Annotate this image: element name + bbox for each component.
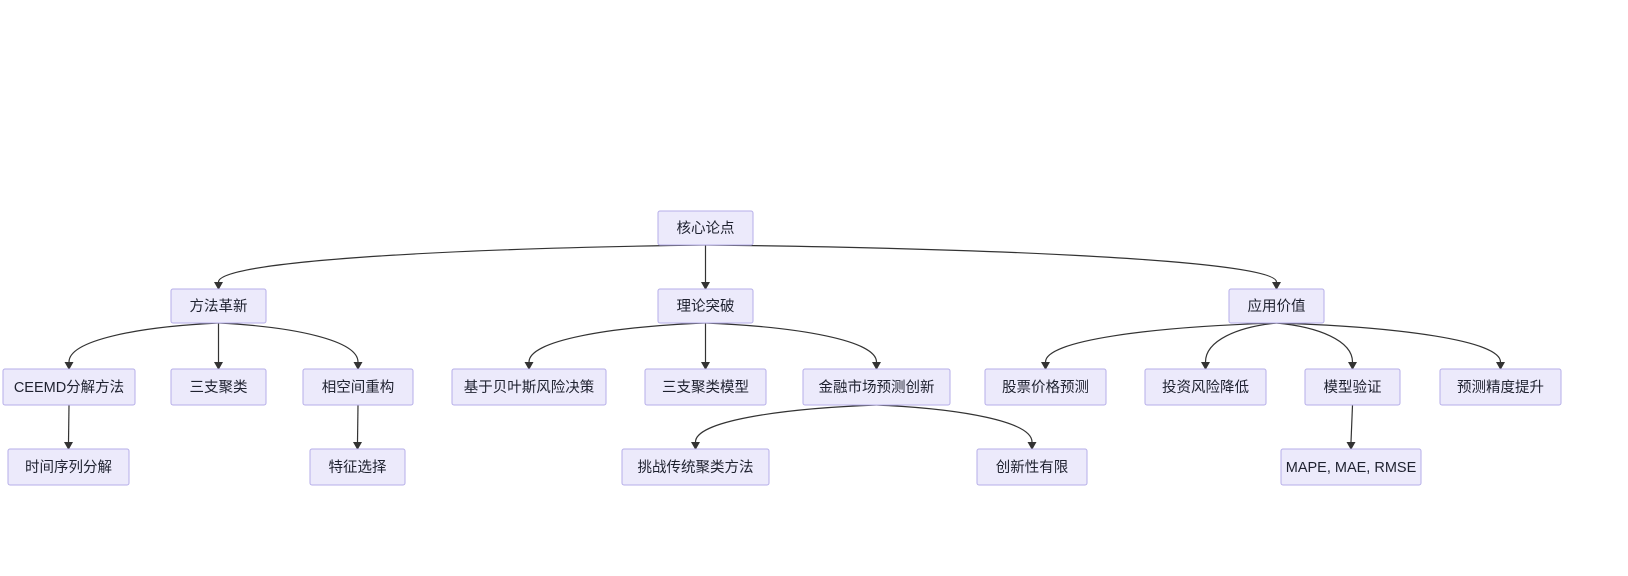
- node-box-l1a[interactable]: [170, 288, 267, 324]
- arrowhead-l2a1-to-l3a1: [64, 442, 73, 450]
- node-l3a3[interactable]: 特征选择: [309, 448, 406, 486]
- arrowhead-l1c-to-l2c1: [1041, 362, 1050, 370]
- node-box-l2b3[interactable]: [802, 368, 951, 406]
- edge-l2b3-to-l3b3a: [694, 404, 877, 443]
- node-l2b3[interactable]: 金融市场预测创新: [802, 368, 951, 406]
- arrowhead-root-to-l1c: [1272, 282, 1281, 290]
- node-l2c4[interactable]: 预测精度提升: [1439, 368, 1562, 406]
- node-box-l2c4[interactable]: [1439, 368, 1562, 406]
- node-l2b2[interactable]: 三支聚类模型: [644, 368, 767, 406]
- node-l2c3[interactable]: 模型验证: [1304, 368, 1401, 406]
- node-l1b[interactable]: 理论突破: [657, 288, 754, 324]
- node-box-l3a1[interactable]: [7, 448, 130, 486]
- node-layer: 核心论点方法革新 理论突破 应用价值 CEEMD分解方法三支聚类相空间重构基于贝叶斯风…: [2, 210, 1562, 486]
- node-root[interactable]: 核心论点: [657, 210, 754, 246]
- arrowhead-l2b3-to-l3b3b: [1027, 442, 1037, 450]
- node-box-l2c2[interactable]: [1144, 368, 1267, 406]
- arrowhead-l2b3-to-l3b3a: [691, 442, 700, 450]
- node-l2a1[interactable]: CEEMD分解方法: [2, 368, 136, 406]
- edge-l1b-to-l2b3: [705, 322, 878, 363]
- node-box-l2b2[interactable]: [644, 368, 767, 406]
- edge-l2b3-to-l3b3b: [876, 404, 1033, 443]
- arrowhead-l1c-to-l2c3: [1348, 362, 1357, 370]
- edge-l2a1-to-l3a1: [67, 404, 70, 443]
- edge-l2c3-to-l3c3: [1350, 404, 1354, 443]
- arrowhead-l1a-to-l2a3: [353, 362, 363, 370]
- arrowhead-l1a-to-l2a1: [64, 362, 74, 370]
- node-box-l2c1[interactable]: [984, 368, 1107, 406]
- edge-layer: [64, 244, 1505, 450]
- node-l2a3[interactable]: 相空间重构: [302, 368, 414, 406]
- node-l3c3[interactable]: MAPE, MAE, RMSE: [1280, 448, 1422, 486]
- node-box-l2a2[interactable]: [170, 368, 267, 406]
- node-l3a1[interactable]: 时间序列分解: [7, 448, 130, 486]
- edge-l1c-to-l2c2: [1204, 322, 1277, 363]
- node-l3b3b[interactable]: 创新性有限: [976, 448, 1088, 486]
- edge-root-to-l1c: [705, 244, 1278, 283]
- edge-root-to-l1a: [217, 244, 706, 283]
- node-l2b1[interactable]: 基于贝叶斯风险决策: [451, 368, 607, 406]
- node-l2a2[interactable]: 三支聚类: [170, 368, 267, 406]
- edge-l1b-to-l2b1: [528, 322, 706, 363]
- node-box-l1b[interactable]: [657, 288, 754, 324]
- arrowhead-l2a3-to-l3a3: [353, 442, 362, 450]
- node-l1c[interactable]: 应用价值: [1228, 288, 1325, 324]
- arrowhead-l1c-to-l2c4: [1496, 362, 1505, 370]
- arrowhead-l1b-to-l2b1: [524, 362, 534, 370]
- arrowhead-l1b-to-l2b2: [701, 362, 710, 370]
- node-box-l2b1[interactable]: [451, 368, 607, 406]
- node-box-root[interactable]: [657, 210, 754, 246]
- edge-l1a-to-l2a3: [218, 322, 359, 363]
- edge-l1c-to-l2c3: [1276, 322, 1354, 363]
- edge-l1a-to-l2a1: [68, 322, 219, 363]
- node-box-l2a1[interactable]: [2, 368, 136, 406]
- arrowhead-l1b-to-l2b3: [872, 362, 881, 370]
- arrowhead-root-to-l1a: [214, 282, 223, 290]
- node-box-l2a3[interactable]: [302, 368, 414, 406]
- edge-l1c-to-l2c1: [1044, 322, 1277, 363]
- node-box-l3a3[interactable]: [309, 448, 406, 486]
- edge-l2a3-to-l3a3: [356, 404, 359, 443]
- edge-l1c-to-l2c4: [1276, 322, 1502, 363]
- arrowhead-l1c-to-l2c2: [1201, 362, 1210, 370]
- node-l3b3a[interactable]: 挑战传统聚类方法: [621, 448, 770, 486]
- arrowhead-l2c3-to-l3c3: [1346, 442, 1356, 450]
- node-l2c2[interactable]: 投资风险降低: [1144, 368, 1267, 406]
- node-l1a[interactable]: 方法革新: [170, 288, 267, 324]
- node-box-l2c3[interactable]: [1304, 368, 1401, 406]
- node-box-l3b3a[interactable]: [621, 448, 770, 486]
- node-box-l3b3b[interactable]: [976, 448, 1088, 486]
- node-l2c1[interactable]: 股票价格预测: [984, 368, 1107, 406]
- node-box-l3c3[interactable]: [1280, 448, 1422, 486]
- node-box-l1c[interactable]: [1228, 288, 1325, 324]
- arrowhead-l1a-to-l2a2: [214, 362, 223, 370]
- arrowhead-root-to-l1b: [701, 282, 710, 290]
